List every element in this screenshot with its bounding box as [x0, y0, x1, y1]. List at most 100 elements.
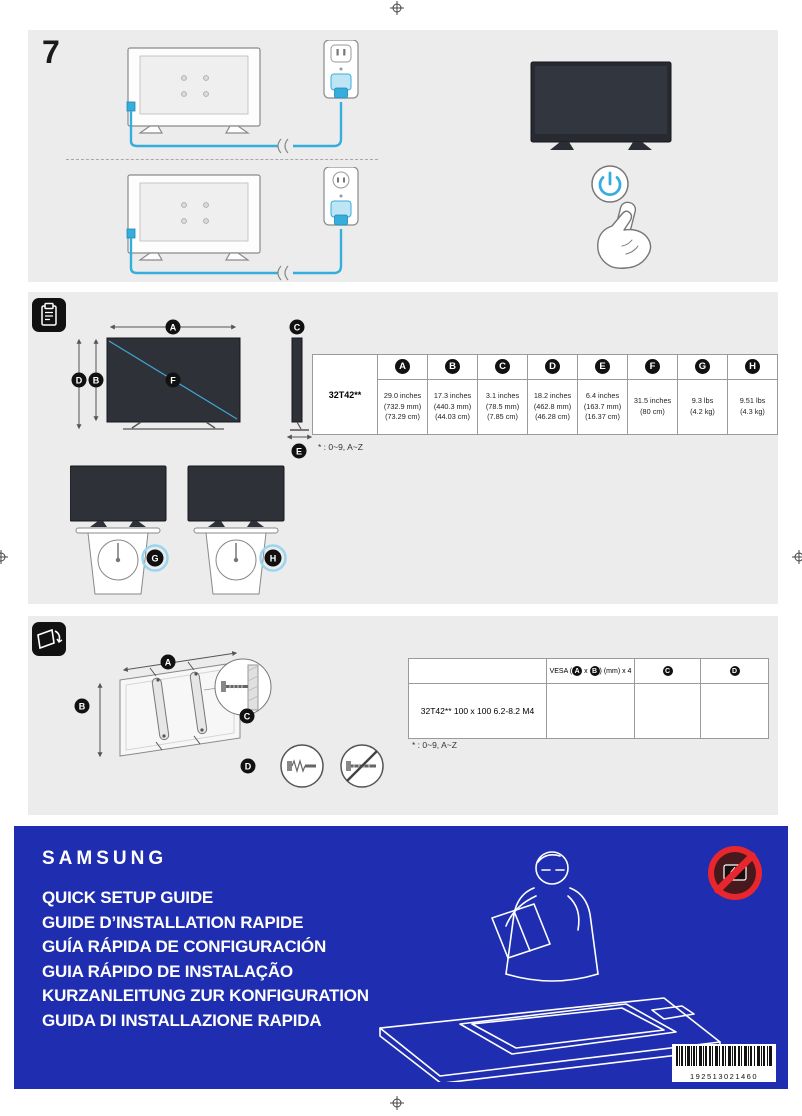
svg-text:A: A: [170, 322, 177, 332]
screw-prohibited: [340, 744, 384, 788]
guide-title-de: KURZANLEITUNG ZUR KONFIGURATION: [42, 986, 369, 1005]
dim-value-f: 31.5 inches (80 cm): [627, 379, 678, 435]
guide-title-fr: GUIDE D’INSTALLATION RAPIDE: [42, 912, 304, 932]
label-b-badge: B: [88, 372, 104, 388]
wall-mount-diagram: A B C D: [74, 651, 384, 788]
guide-title-en: QUICK SETUP GUIDE: [42, 888, 214, 907]
tv-dimensions-diagram: A D B F C E: [71, 319, 313, 459]
samsung-logo: SAMSUNG: [42, 848, 168, 869]
guide-title-es: GUÍA RÁPIDA DE CONFIGURACIÓN: [42, 937, 327, 956]
svg-text:C: C: [294, 322, 301, 332]
svg-text:B: B: [93, 375, 100, 385]
clipboard-icon: [32, 298, 66, 332]
screw-with-spacer: [280, 744, 324, 788]
column-c-badge: C: [477, 354, 528, 380]
letter-a: A: [395, 359, 410, 375]
label-g-badge: G: [151, 553, 158, 563]
vesa-header-cell: VESA (A x B) (mm) x 4: [546, 658, 635, 684]
cable-break-mark: [277, 138, 289, 154]
section-connect-power: 7: [28, 30, 778, 282]
svg-text:A: A: [165, 657, 172, 667]
diagram-divider: [66, 159, 378, 160]
step-number: 7: [42, 34, 60, 70]
guide-title-it: GUIDA DI INSTALLAZIONE RAPIDA: [42, 1010, 322, 1030]
wall-outlet: [323, 167, 359, 226]
letter-c: C: [495, 359, 510, 375]
cover-panel: SAMSUNG QUICK SETUP GUIDE GUIDE D’INSTAL…: [14, 826, 788, 1089]
section-wall-mount: A B C D VESA ( A x B: [28, 616, 778, 815]
mount-label-c-badge: C: [239, 708, 255, 724]
barcode-bars: [676, 1046, 772, 1066]
label-f-badge: F: [165, 372, 181, 388]
hand-with-remote: [597, 201, 652, 269]
table-row: 32T42** 100 x 100 6.2-8.2 M4: [408, 683, 769, 739]
column-e-badge: E: [577, 354, 628, 380]
model-label: 32T42**: [312, 354, 378, 435]
guide-titles: QUICK SETUP GUIDE GUIDE D’INSTALLATION R…: [42, 886, 369, 1033]
svg-text:F: F: [170, 375, 176, 385]
vesa-x: x: [584, 667, 588, 675]
label-c-badge: C: [289, 319, 305, 335]
mount-label-a-badge: A: [160, 654, 176, 670]
letter-f: F: [645, 359, 660, 375]
connect-power-diagram-2: [126, 167, 359, 281]
label-a-badge: A: [165, 319, 181, 335]
dim-value-c: 3.1 inches (78.5 mm) (7.85 cm): [477, 379, 528, 435]
column-d-badge: D: [527, 354, 578, 380]
vesa-row-spec: 32T42** 100 x 100 6.2-8.2 M4: [408, 683, 547, 739]
letter-b: B: [589, 666, 600, 676]
vesa-table: VESA (A x B) (mm) x 4 C D 32T42** 100 x …: [408, 658, 769, 739]
vesa-cell-c: [634, 683, 701, 739]
label-d-badge: D: [71, 372, 87, 388]
dim-value-d: 18.2 inches (462.8 mm) (46.28 cm): [527, 379, 578, 435]
svg-text:E: E: [296, 446, 302, 456]
wall-mount-icon: [32, 622, 66, 656]
letter-c: C: [662, 666, 673, 676]
svg-text:D: D: [245, 761, 252, 771]
dim-value-g: 9.3 lbs (4.2 kg): [677, 379, 728, 435]
vesa-prefix: VESA (: [549, 667, 573, 675]
vesa-column-d-badge: D: [700, 658, 769, 684]
mount-label-b-badge: B: [74, 698, 90, 714]
guide-title-pt: GUIA RÁPIDO DE INSTALAÇÃO: [42, 961, 293, 981]
table-header-row: VESA (A x B) (mm) x 4 C D: [408, 658, 769, 684]
column-a-badge: A: [377, 354, 428, 380]
svg-text:D: D: [76, 375, 83, 385]
prohibition-slash: [346, 750, 378, 782]
column-b-badge: B: [427, 354, 478, 380]
letter-b: B: [445, 359, 460, 375]
power-port: [126, 228, 136, 239]
registration-mark-bottom: [390, 1096, 404, 1110]
connect-power-diagram-1: [126, 40, 359, 154]
dimensions-table: 32T42** A B C D E F G H 29.0 inches (732…: [312, 354, 778, 435]
barcode-number: 192513021460: [689, 1072, 759, 1081]
weight-diagram: G H: [70, 465, 287, 595]
letter-e: E: [595, 359, 610, 375]
letter-g: G: [695, 359, 710, 375]
vesa-column-c-badge: C: [634, 658, 701, 684]
tv-on-scale-h: H: [187, 465, 287, 595]
column-h-badge: H: [727, 354, 778, 380]
vesa-cell-ab: [546, 683, 635, 739]
prohibition-icon: [708, 846, 762, 900]
column-f-badge: F: [627, 354, 678, 380]
power-port: [126, 101, 136, 112]
section-dimensions: A D B F C E 32T42** A B C D E F G H 29.0…: [28, 292, 778, 604]
label-e-badge: E: [291, 443, 307, 459]
wall-outlet: [323, 40, 359, 99]
column-g-badge: G: [677, 354, 728, 380]
dimensions-footnote: * : 0~9, A~Z: [318, 442, 363, 452]
registration-mark-right: [792, 550, 802, 564]
vesa-footnote: * : 0~9, A~Z: [412, 740, 457, 750]
letter-d: D: [729, 666, 740, 676]
dim-value-b: 17.3 inches (440.3 mm) (44.03 cm): [427, 379, 478, 435]
vesa-suffix: ) (mm) x 4: [599, 667, 632, 675]
vesa-cell-d: [700, 683, 769, 739]
svg-text:C: C: [244, 711, 251, 721]
registration-mark-left: [0, 550, 8, 564]
svg-text:B: B: [79, 701, 86, 711]
power-on-diagram: [591, 165, 652, 269]
table-row: 29.0 inches (732.9 mm) (73.29 cm) 17.3 i…: [313, 379, 778, 435]
cable-break-mark: [277, 265, 289, 281]
letter-h: H: [745, 359, 760, 375]
